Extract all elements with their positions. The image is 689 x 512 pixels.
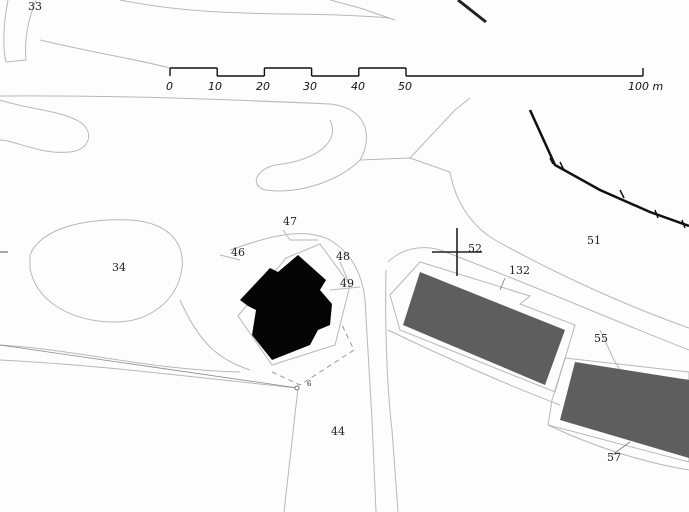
scale-bar-line	[169, 67, 644, 77]
parcel-label-49: 49	[340, 277, 354, 290]
dashed-boundary	[271, 324, 355, 386]
parcel-label-55: 55	[594, 332, 608, 345]
parcel-label-34: 34	[112, 261, 126, 274]
parcel-132-frame	[389, 261, 576, 393]
parcel-label-51: 51	[587, 234, 601, 247]
parcel-label-52: 52	[468, 242, 482, 255]
scale-tick-20: 20	[256, 80, 270, 93]
road-edge-top	[39, 39, 171, 69]
parcel-label-33: 33	[28, 0, 42, 13]
parcel-label-6: 6	[307, 380, 312, 388]
road-edge-top-left	[3, 0, 37, 63]
scale-tick-30: 30	[303, 80, 317, 93]
building-grey-2	[560, 362, 689, 458]
area-left	[0, 99, 90, 153]
scale-bar-segments	[169, 67, 644, 77]
road-edge-right	[449, 171, 689, 329]
scale-tick-10: 10	[208, 80, 222, 93]
scale-tick-40: 40	[351, 80, 365, 93]
road-edge-upper	[119, 0, 391, 19]
heavy-line-top	[457, 0, 487, 24]
survey-point	[294, 385, 300, 391]
parcel-label-47: 47	[283, 215, 297, 228]
rail-line	[528, 109, 689, 228]
parcel-57-frame	[547, 357, 689, 463]
scale-end-label: 100 m	[628, 80, 664, 93]
parcel-label-48: 48	[336, 250, 350, 263]
parcel-label-57: 57	[607, 451, 621, 464]
parcel-label-44: 44	[331, 425, 345, 438]
parcel-label-132: 132	[509, 264, 530, 277]
parcel-label-46: 46	[231, 246, 245, 259]
scale-tick-0: 0	[166, 80, 173, 93]
parcel-34-outline	[29, 219, 183, 323]
scale-tick-50: 50	[398, 80, 412, 93]
road-edge-middle	[0, 95, 367, 192]
road-edge-center	[229, 233, 377, 512]
building-black	[240, 255, 332, 360]
building-grey-1	[403, 272, 565, 385]
